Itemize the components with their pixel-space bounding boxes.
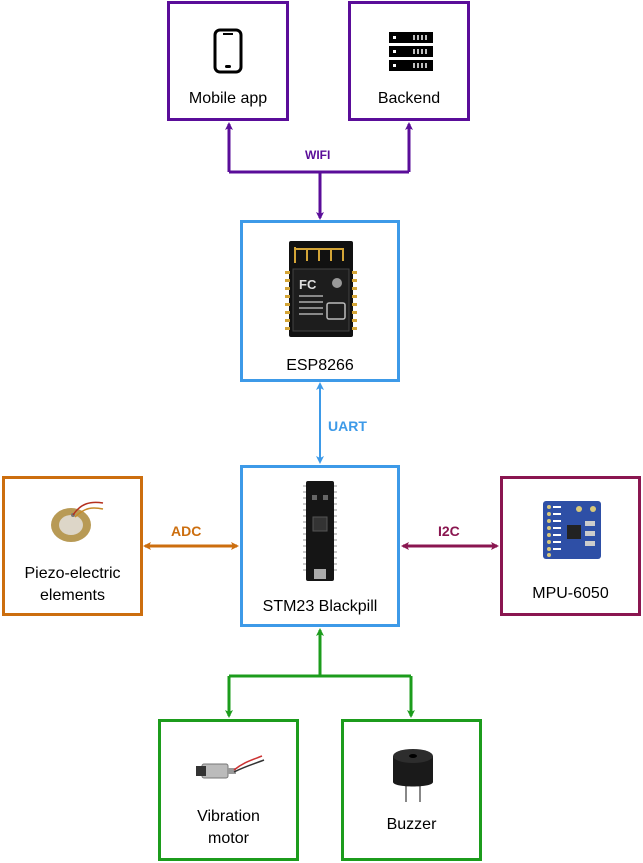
buzzer-node: Buzzer [341,719,482,861]
mobile-app-label: Mobile app [170,88,286,110]
mpu6050-node: MPU-6050 [500,476,641,616]
piezo-node: Piezo-electric elements [2,476,143,616]
esp8266-module-icon: FC [285,241,357,337]
svg-text:FC: FC [299,277,317,292]
vibration-motor-label-line2: motor [161,828,296,850]
piezo-label-line1: Piezo-electric [5,563,140,585]
adc-label: ADC [171,523,201,539]
wifi-label: WIFI [305,148,330,162]
backend-node: Backend [348,1,470,121]
mobile-app-node: Mobile app [167,1,289,121]
smartphone-icon [213,28,243,74]
blackpill-board-icon [303,481,337,581]
vibration-motor-icon [194,750,266,790]
mpu6050-label: MPU-6050 [503,583,638,605]
backend-label: Backend [351,88,467,110]
output-connector [229,630,411,716]
stm-blackpill-label: STM23 Blackpill [243,596,397,618]
buzzer-icon [391,742,435,804]
esp8266-node: FC ESP8266 [240,220,400,382]
i2c-label: I2C [438,523,460,539]
mpu6050-board-icon [543,501,601,559]
piezo-disc-icon [47,497,107,545]
vibration-motor-node: Vibration motor [158,719,299,861]
buzzer-label: Buzzer [344,814,479,836]
piezo-label-line2: elements [5,585,140,607]
uart-label: UART [328,418,367,434]
stm-blackpill-node: STM23 Blackpill [240,465,400,627]
wifi-connector [229,124,409,218]
server-icon [388,31,434,73]
esp8266-label: ESP8266 [243,355,397,377]
vibration-motor-label-line1: Vibration [161,806,296,828]
